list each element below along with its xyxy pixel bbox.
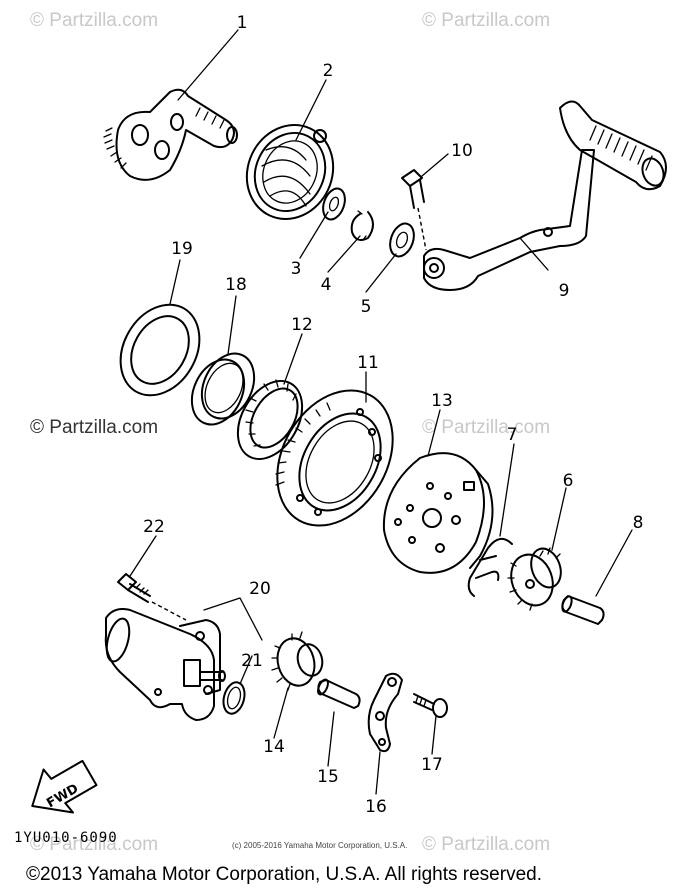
part-pin-8[interactable] [561,595,605,625]
part-bolt-22[interactable] [117,573,187,621]
part-bolt-10[interactable] [401,169,427,251]
part-gear-6[interactable] [504,544,566,611]
callout-14: 14 [263,737,285,757]
callout-7: 7 [507,425,518,445]
callout-5: 5 [361,297,372,317]
callout-12: 12 [291,315,313,335]
callout-19: 19 [171,239,193,259]
small-copyright: (c) 2005-2016 Yamaha Motor Corporation, … [232,841,407,850]
part-washer-19[interactable] [105,290,215,409]
fwd-label: FWD [44,781,81,811]
part-ratchet-gear-11[interactable] [254,370,416,547]
part-starter-motor-20[interactable] [103,608,226,721]
callout-21: 21 [241,651,263,671]
watermark-mid-right: © Partzilla.com [422,417,550,438]
part-circlip-4[interactable] [350,210,374,241]
callout-20: 20 [249,579,271,599]
watermark-bottom-right: © Partzilla.com [422,834,550,855]
part-plate-13[interactable] [382,452,494,574]
callout-4: 4 [321,275,332,295]
fwd-arrow: FWD [31,759,98,814]
callout-10: 10 [451,141,473,161]
watermark-mid-left: © Partzilla.com [30,417,158,438]
callout-11: 11 [357,353,379,373]
watermark-top-left: © Partzilla.com [30,10,158,31]
part-kick-spring[interactable] [232,111,349,234]
callout-2: 2 [323,61,334,81]
part-kick-crank[interactable] [423,100,667,291]
callout-8: 8 [633,513,644,533]
callout-9: 9 [559,281,570,301]
watermark-bottom-left: © Partzilla.com [30,834,158,855]
part-bearing-12[interactable] [225,370,315,471]
part-shaft-15[interactable] [316,678,361,709]
footer-copyright: ©2013 Yamaha Motor Corporation, U.S.A. A… [26,864,542,885]
part-bracket-16[interactable] [367,672,403,753]
part-screw-17[interactable] [413,693,448,718]
callout-16: 16 [365,797,387,817]
part-idler-gear-14[interactable] [271,631,326,691]
leader-lines [129,29,633,795]
callout-3: 3 [291,259,302,279]
part-o-ring-21[interactable] [220,680,248,716]
diagram-code: 1YU010-6090 [14,830,118,846]
part-washer-3[interactable] [319,186,349,223]
callout-6: 6 [563,471,574,491]
callout-1: 1 [237,13,248,33]
callout-17: 17 [421,755,443,775]
part-collar-18[interactable] [182,345,264,433]
part-kick-axle[interactable] [103,88,238,181]
callout-18: 18 [225,275,247,295]
callout-22: 22 [143,517,165,537]
callout-numbers: 1 2 3 4 5 6 7 8 9 10 11 12 13 14 15 16 1… [143,13,643,817]
callout-13: 13 [431,391,453,411]
callout-15: 15 [317,767,339,787]
part-washer-5[interactable] [386,220,418,259]
watermark-top-right: © Partzilla.com [422,10,550,31]
part-clip-7[interactable] [467,537,513,597]
